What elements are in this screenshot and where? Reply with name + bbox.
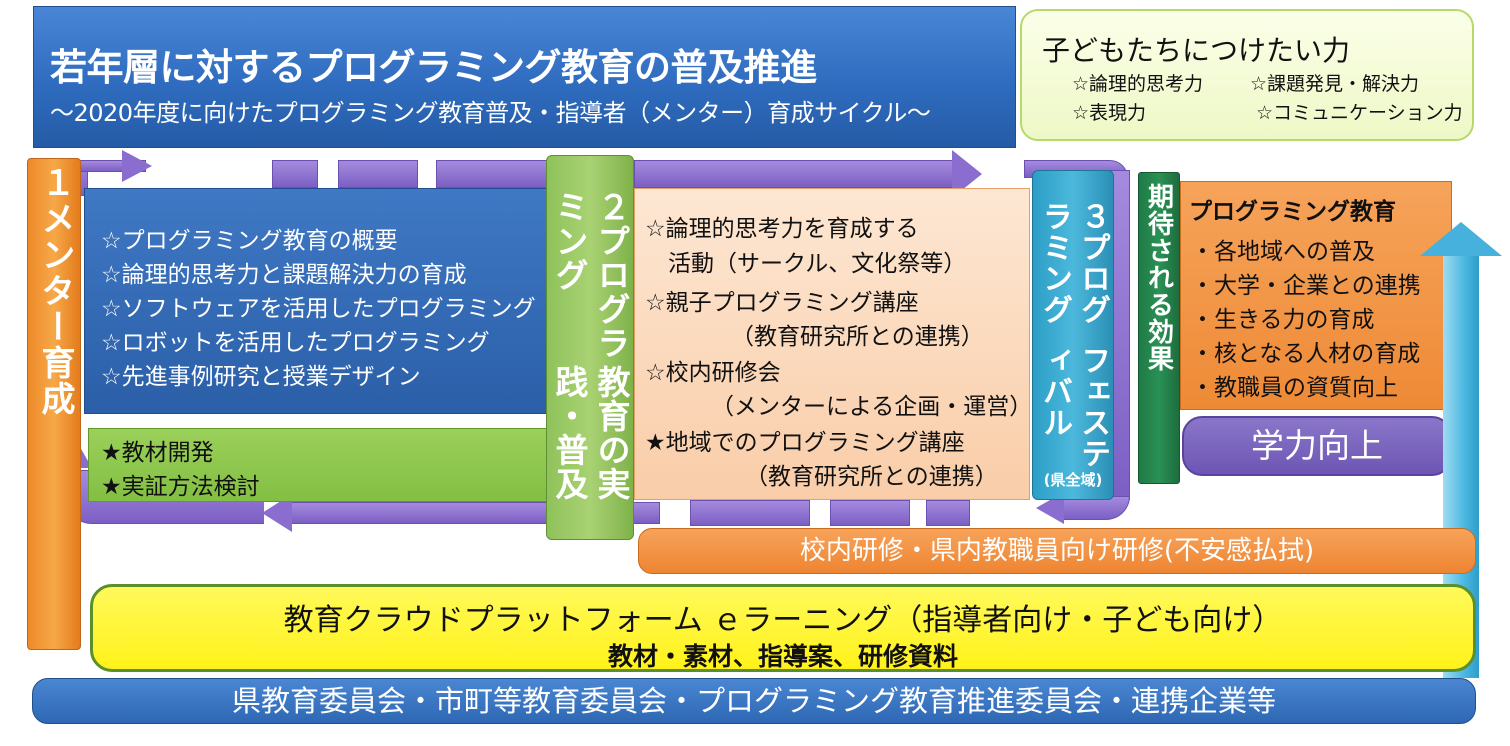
- cloud-platform-title: 教育クラウドプラットフォーム ｅラーニング（指導者向け・子ども向け）: [283, 603, 1283, 638]
- development-box: ★教材開発 ★実証方法検討: [88, 428, 550, 502]
- page-subtitle: ～2020年度に向けたプログラミング教育普及・指導者（メンター）育成サイクル～: [50, 99, 931, 127]
- development-item: ★教材開発: [101, 440, 214, 466]
- arrow-right-icon: [122, 150, 152, 182]
- pillar2-line1: ２プログラミング: [550, 190, 631, 360]
- effect-item: ・教職員の資質向上: [1191, 375, 1398, 401]
- pillar2-line2: 教育の実践・普及: [550, 364, 631, 501]
- cycle-arrow-segment: [830, 500, 910, 526]
- effect-item: ・生きる力の育成: [1191, 307, 1375, 333]
- pillar3-line2: フェスティバル: [1037, 345, 1110, 469]
- pillar3-line1: ３プログラミング: [1037, 201, 1110, 325]
- pillar-practice-spread: ２プログラミング 教育の実践・普及: [546, 155, 634, 540]
- practice-item: （メンターによる企画・運営）: [711, 394, 1033, 420]
- development-item: ★実証方法検討: [101, 474, 260, 500]
- effect-item: ・各地域への普及: [1191, 239, 1375, 265]
- effect-item: ・核となる人材の育成: [1191, 341, 1421, 367]
- pillar-programming-festival: ３プログラミング フェスティバル (県全域): [1032, 170, 1114, 500]
- pillar-mentor-training: １メンター育成: [27, 158, 81, 650]
- practice-item: ★地域でのプログラミング講座: [645, 430, 965, 456]
- cycle-arrow-segment: [272, 160, 318, 188]
- practice-item: ☆論理的思考力を育成する: [645, 216, 919, 242]
- arrow-up-icon: [1420, 222, 1502, 256]
- training-topics-box: ☆プログラミング教育の概要 ☆論理的思考力と課題解決力の育成 ☆ソフトウェアを活…: [84, 188, 550, 414]
- target-abilities-title: 子どもたちにつけたい力: [1042, 34, 1351, 67]
- topic-item: ☆ロボットを活用したプログラミング: [101, 330, 490, 356]
- expected-effects-box: プログラミング教育 ・各地域への普及 ・大学・企業との連携 ・生きる力の育成 ・…: [1180, 181, 1452, 410]
- ability-item: ☆課題発見・解決力: [1250, 73, 1420, 95]
- pillar3-label: ３プログラミング フェスティバル: [1033, 201, 1113, 471]
- cycle-arrow-segment: [634, 160, 954, 188]
- ability-item: ☆論理的思考力: [1072, 73, 1204, 95]
- topic-item: ☆プログラミング教育の概要: [101, 228, 398, 254]
- ability-item: ☆コミュニケーション力: [1256, 102, 1463, 124]
- organizations-bar: 県教育委員会・市町等教育委員会・プログラミング教育推進委員会・連携企業等: [32, 678, 1476, 724]
- cycle-arrow-segment: [436, 160, 548, 188]
- practice-item: ☆親子プログラミング講座: [645, 290, 919, 316]
- practice-item: ☆校内研修会: [645, 360, 781, 386]
- effects-title: プログラミング教育: [1189, 199, 1396, 225]
- practice-item: （教育研究所との連携）: [731, 324, 984, 350]
- page-title: 若年層に対するプログラミング教育の普及推進: [50, 46, 817, 89]
- academic-ability-badge: 学力向上: [1182, 416, 1452, 476]
- practice-item: （教育研究所との連携）: [745, 464, 998, 490]
- effect-item: ・大学・企業との連携: [1191, 273, 1421, 299]
- topic-item: ☆論理的思考力と課題解決力の育成: [101, 262, 467, 288]
- cloud-platform-bar: 教育クラウドプラットフォーム ｅラーニング（指導者向け・子ども向け） 教材・素材…: [90, 584, 1476, 672]
- topic-item: ☆ソフトウェアを活用したプログラミング: [101, 296, 536, 322]
- cycle-arrow-segment: [926, 500, 970, 526]
- ability-item: ☆表現力: [1072, 102, 1147, 124]
- teacher-training-bar: 校内研修・県内教職員向け研修(不安感払拭): [638, 528, 1476, 574]
- cloud-platform-contents: 教材・素材、指導案、研修資料: [607, 642, 958, 671]
- topic-item: ☆先進事例研究と授業デザイン: [101, 364, 421, 390]
- cycle-arrow-segment: [338, 160, 418, 188]
- expected-effects-label: 期待される効果: [1138, 172, 1180, 484]
- target-abilities-box: 子どもたちにつけたい力 ☆論理的思考力 ☆課題発見・解決力 ☆表現力 ☆コミュニ…: [1020, 9, 1474, 141]
- cycle-arrow-segment: [690, 500, 810, 526]
- pillar3-scope: (県全域): [1043, 471, 1103, 489]
- practice-activities-box: ☆論理的思考力を育成する 活動（サークル、文化祭等） ☆親子プログラミング講座 …: [634, 188, 1033, 500]
- title-banner: 若年層に対するプログラミング教育の普及推進 ～2020年度に向けたプログラミング…: [33, 6, 1016, 148]
- practice-item: 活動（サークル、文化祭等）: [645, 251, 967, 277]
